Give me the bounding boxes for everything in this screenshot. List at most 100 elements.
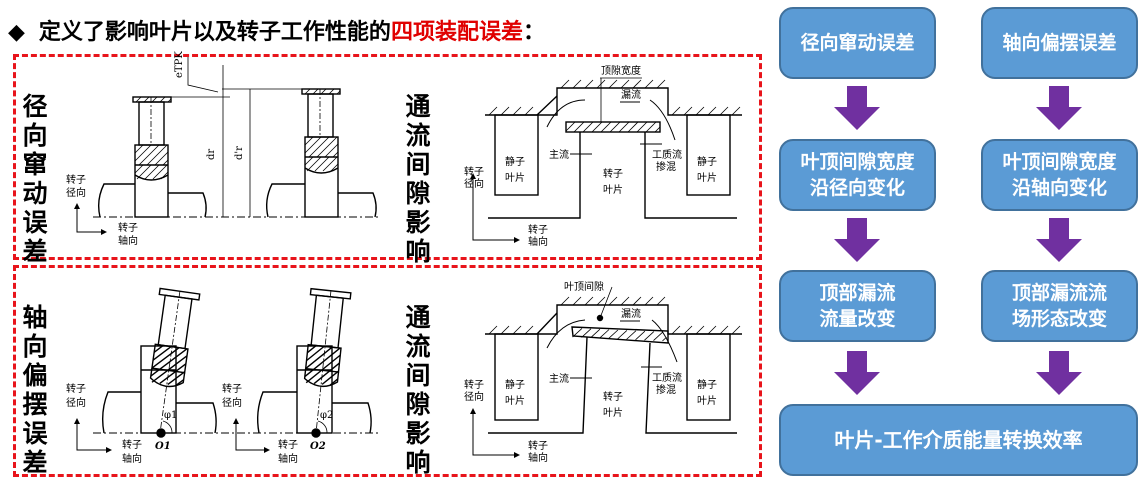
casing-hatch xyxy=(584,79,594,89)
label-rotor-axial-2: 轴向 xyxy=(118,234,138,247)
down-arrow-icon xyxy=(1036,86,1082,130)
flow-gap-axial-change: 叶顶间隙宽度 沿轴向变化 xyxy=(981,139,1138,211)
hatch-line xyxy=(305,346,333,370)
casing-hatch xyxy=(719,106,729,116)
hatch-line xyxy=(304,156,314,166)
hatch-line xyxy=(151,347,180,369)
label-stator-2: 叶片 xyxy=(697,171,717,184)
hatch-line xyxy=(645,121,657,133)
hatch-line xyxy=(312,88,319,95)
hatch-line xyxy=(159,348,188,370)
label-stator: 静子 xyxy=(697,378,717,391)
hatch-line xyxy=(599,329,610,339)
casing-hatch xyxy=(695,106,705,116)
hatch-line xyxy=(138,144,160,166)
hatch-line xyxy=(159,96,166,103)
hatch-line xyxy=(618,121,630,133)
hatch-line xyxy=(306,345,325,362)
axial-blade-drawing xyxy=(74,287,380,453)
hatch-line xyxy=(167,98,172,103)
casing-hatch xyxy=(488,325,498,335)
casing-hatch xyxy=(644,79,654,89)
label-rotor-radial-2: 径向 xyxy=(464,390,484,403)
hatch-line xyxy=(608,329,619,339)
label-leakage: 漏流 xyxy=(621,307,641,320)
casing-hatch xyxy=(560,296,570,306)
hatch-line xyxy=(573,121,585,133)
hatch-line xyxy=(304,136,322,154)
label-phi2: φ2 xyxy=(320,410,333,421)
casing-hatch xyxy=(671,325,681,335)
casing-hatch xyxy=(512,325,522,335)
hatch-line xyxy=(324,143,339,158)
hatch-line xyxy=(330,163,339,172)
label-stator: 静子 xyxy=(697,155,717,168)
title-highlight: 四项装配误差 xyxy=(390,20,523,45)
flow-gap-label-top: 通流间隙影响 xyxy=(405,92,431,266)
casing-hatch xyxy=(620,296,630,306)
hatch-line xyxy=(152,346,172,361)
hatch-line xyxy=(329,362,340,372)
casing-hatch xyxy=(488,106,498,116)
hatch-line xyxy=(143,96,150,103)
label-rotor-axial: 转子 xyxy=(122,438,142,451)
flow-energy-efficiency: 叶片-工作介质能量转换效率 xyxy=(779,404,1138,476)
flow-radial-error: 径向窜动误差 xyxy=(779,7,936,79)
casing-hatch xyxy=(719,325,729,335)
label-main-flow: 主流 xyxy=(549,148,569,161)
casing-hatch xyxy=(695,325,705,335)
casing-hatch xyxy=(584,296,594,306)
label-main-flow: 主流 xyxy=(549,372,569,385)
label-tip-gap: 叶顶间隙 xyxy=(564,280,604,293)
hatch-line xyxy=(635,330,646,341)
hatch-line xyxy=(305,369,323,384)
label-rotor-axial: 转子 xyxy=(278,438,298,451)
label-leakage: 漏流 xyxy=(621,88,641,101)
diamond-bullet-icon: ◆ xyxy=(8,20,25,45)
hatch-line xyxy=(627,121,639,133)
hatch-line xyxy=(321,371,338,385)
label-e: eTPK xyxy=(174,51,185,78)
hatch-line xyxy=(565,121,576,132)
casing-hatch xyxy=(707,106,717,116)
hatch-line xyxy=(306,344,317,354)
casing-hatch xyxy=(524,106,534,116)
hatch-line xyxy=(167,355,188,371)
slide-title: ◆定义了影响叶片以及转子工作性能的四项装配误差： xyxy=(8,14,545,46)
flow-gap-radial-change: 叶顶间隙宽度 沿径向变化 xyxy=(779,139,936,211)
casing-hatch xyxy=(572,296,582,306)
hatch-line xyxy=(135,96,142,103)
label-rotor-radial: 转子 xyxy=(66,382,86,395)
casing-hatch xyxy=(524,325,534,335)
hatch-line xyxy=(160,171,169,180)
hatch-line xyxy=(600,121,612,133)
hatch-line xyxy=(337,370,340,373)
flow-axial-error: 轴向偏摆误差 xyxy=(981,7,1138,79)
hatch-line xyxy=(332,151,339,158)
label-stator-2: 叶片 xyxy=(505,394,525,407)
flow-channel-drawing-bottom xyxy=(470,286,742,458)
hatch-line xyxy=(308,136,330,158)
label-rotor-radial-2: 径向 xyxy=(66,186,86,199)
title-suffix: ： xyxy=(522,20,545,45)
label-o1: O1 xyxy=(155,441,171,452)
hatch-line xyxy=(304,368,315,378)
hatch-line xyxy=(313,370,330,385)
radial-error-label: 径向窜动误差 xyxy=(22,92,48,266)
flow-leakage-pattern-change: 顶部漏流流 场形态改变 xyxy=(981,270,1138,342)
radial-blade-drawing xyxy=(74,57,380,235)
casing-hatch xyxy=(500,325,510,335)
label-rotor-axial-2: 轴向 xyxy=(278,452,298,465)
hatch-line xyxy=(322,156,338,172)
label-rotor-axial: 转子 xyxy=(528,223,548,236)
down-arrow-icon xyxy=(1036,218,1082,262)
label-stator: 静子 xyxy=(505,378,525,391)
label-stator: 静子 xyxy=(505,155,525,168)
hatch-line xyxy=(162,159,169,166)
hatch-line xyxy=(662,336,667,342)
label-o2: O2 xyxy=(310,441,326,452)
hatch-line xyxy=(328,88,335,95)
label-rotor-axial-2: 轴向 xyxy=(528,235,548,248)
label-rotor-radial: 转子 xyxy=(222,382,242,395)
label-stator-2: 叶片 xyxy=(697,394,717,407)
